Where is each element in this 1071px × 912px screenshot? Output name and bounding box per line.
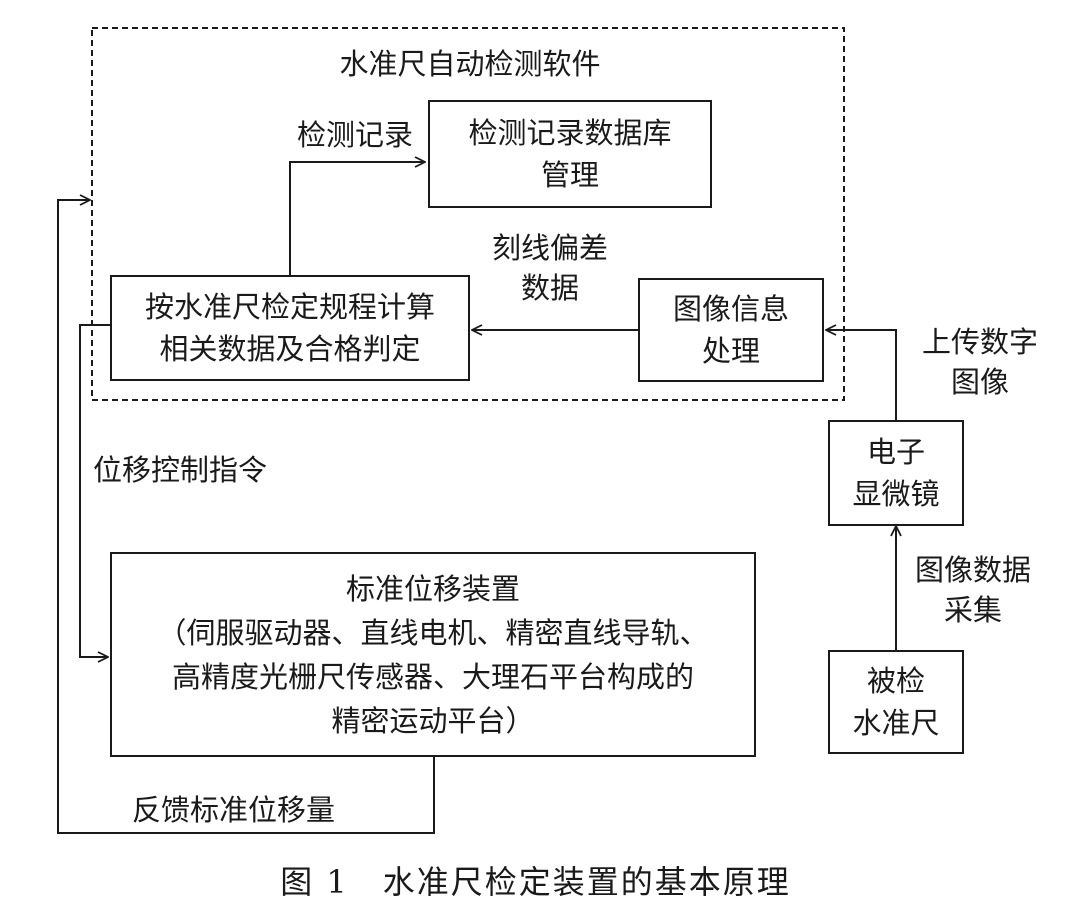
image-processing-label-line2: 处理 xyxy=(701,334,760,368)
edge-label-acquire-line2: 采集 xyxy=(943,593,1002,627)
edge-label-feedback: 反馈标准位移量 xyxy=(132,793,336,827)
arrow-feedback-to-software xyxy=(57,200,435,834)
leveling-staff-label-line1: 被检 xyxy=(866,664,925,698)
microscope-label-line2: 显微镜 xyxy=(852,477,940,511)
figure-caption: 图 1 水准尺检定装置的基本原理 xyxy=(280,863,791,901)
arrow-command-to-displacement xyxy=(79,324,110,657)
edge-label-acquire-line1: 图像数据 xyxy=(914,553,1031,587)
record-database-box: 检测记录数据库 管理 xyxy=(428,100,712,208)
edge-label-upload: 上传数字 图像 xyxy=(900,322,1060,402)
edge-label-upload-line2: 图像 xyxy=(950,365,1009,399)
displacement-device-detail-line1: （伺服驱动器、直线电机、精密直线导轨、 xyxy=(157,615,709,650)
leveling-staff-label-line2: 水准尺 xyxy=(852,706,940,740)
calculation-label-line2: 相关数据及合格判定 xyxy=(159,332,421,366)
edge-label-command: 位移控制指令 xyxy=(93,453,268,487)
edge-label-record: 检测记录 xyxy=(296,118,413,152)
image-processing-label-line1: 图像信息 xyxy=(672,292,789,326)
edge-label-upload-line1: 上传数字 xyxy=(921,325,1038,359)
displacement-device-detail-line3: 精密运动平台） xyxy=(331,703,535,738)
record-database-label-line2: 管理 xyxy=(540,158,599,192)
software-boundary xyxy=(91,27,845,401)
edge-label-deviation-line1: 刻线偏差 xyxy=(491,231,608,265)
calculation-label-line1: 按水准尺检定规程计算 xyxy=(144,290,435,324)
microscope-box: 电子 显微镜 xyxy=(828,420,964,526)
software-title: 水准尺自动检测软件 xyxy=(339,47,601,81)
displacement-device-title: 标准位移装置 xyxy=(345,571,520,606)
leveling-staff-box: 被检 水准尺 xyxy=(828,650,964,754)
edge-label-deviation: 刻线偏差 数据 xyxy=(470,228,630,308)
edge-label-acquire: 图像数据 采集 xyxy=(898,550,1048,630)
displacement-device-detail-line2: 高精度光栅尺传感器、大理石平台构成的 xyxy=(171,659,694,694)
microscope-label-line1: 电子 xyxy=(866,435,925,469)
displacement-device-box: 标准位移装置 （伺服驱动器、直线电机、精密直线导轨、 高精度光栅尺传感器、大理石… xyxy=(110,552,756,757)
edge-label-deviation-line2: 数据 xyxy=(520,271,579,305)
record-database-label-line1: 检测记录数据库 xyxy=(468,116,672,150)
calculation-box: 按水准尺检定规程计算 相关数据及合格判定 xyxy=(110,275,470,381)
arrow-microscope-to-image xyxy=(826,330,897,420)
image-processing-box: 图像信息 处理 xyxy=(638,278,824,382)
arrow-calc-to-db xyxy=(289,162,425,275)
